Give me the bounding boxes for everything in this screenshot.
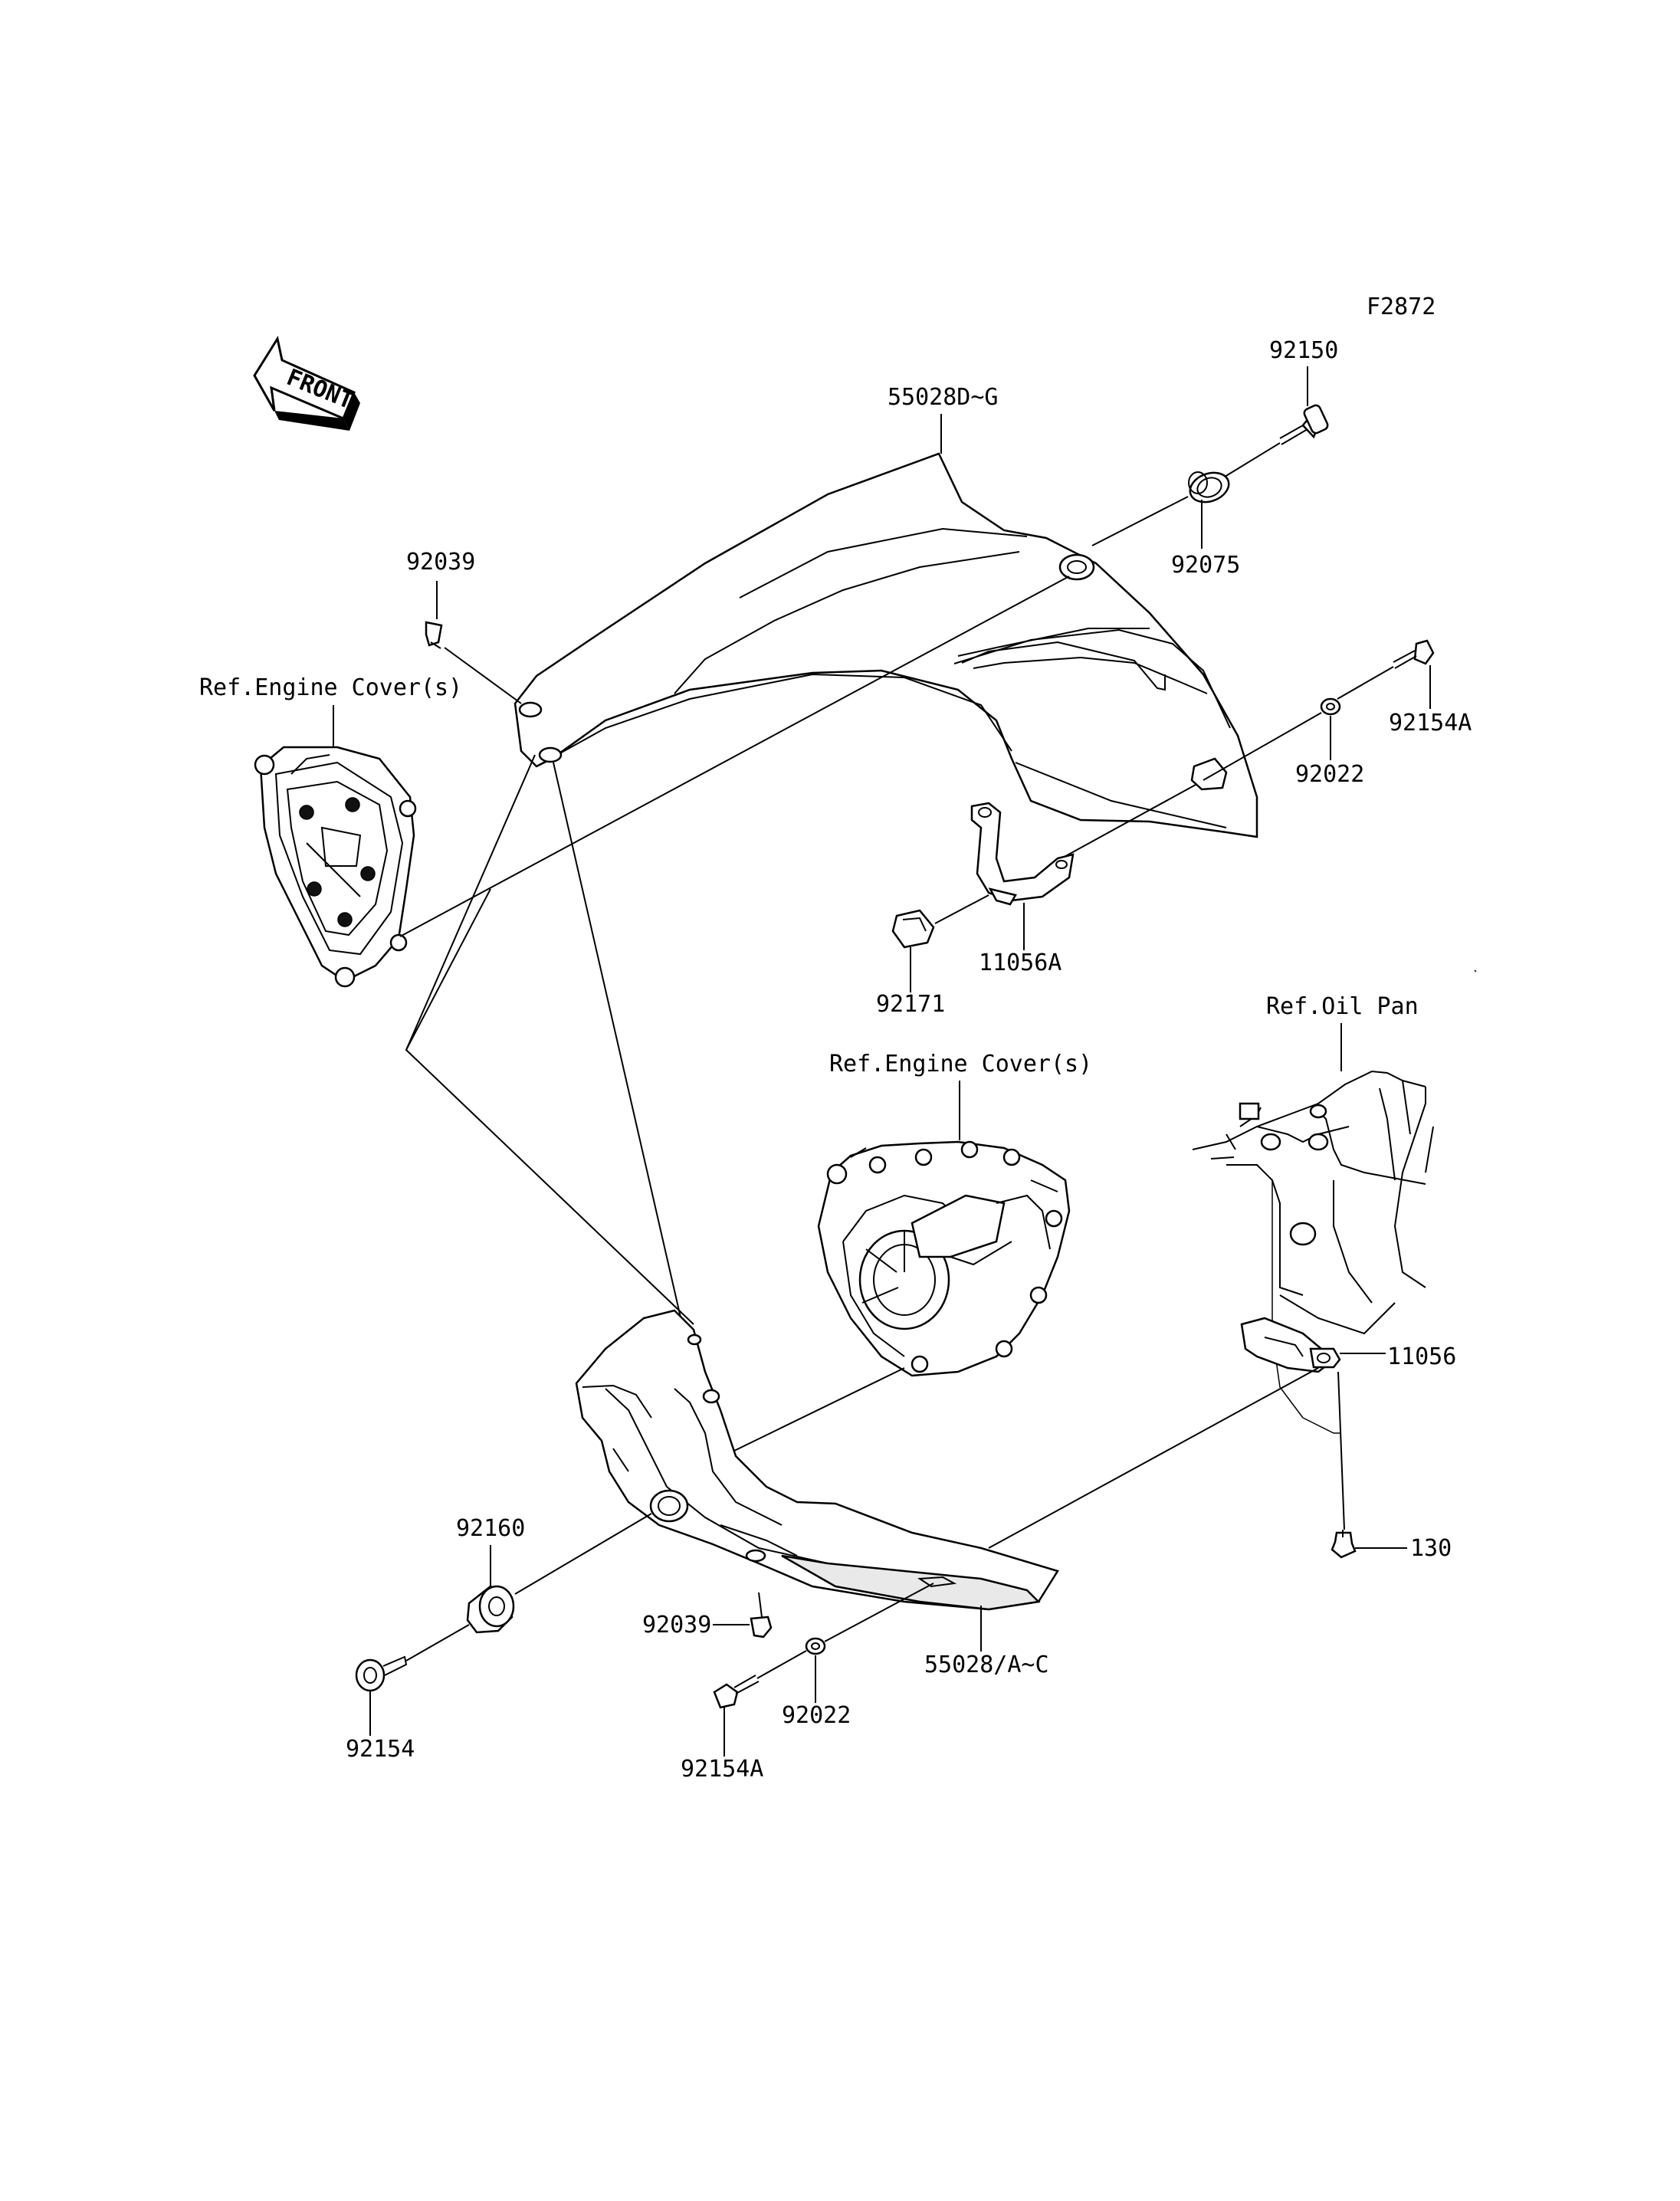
- bracket-11056-part: [1240, 1317, 1341, 1373]
- label-92160: 92160: [456, 1515, 525, 1542]
- bolt-92154-part: [355, 1655, 408, 1692]
- label-11056: 11056: [1387, 1343, 1456, 1370]
- bolt-92150-part: [1279, 404, 1329, 445]
- screw-92039-top-part: [425, 621, 443, 649]
- washer-92022-top-part: [1320, 697, 1341, 716]
- washer-92022-bottom-part: [805, 1637, 826, 1655]
- bolt-92154A-top-part: [1393, 639, 1435, 669]
- front-arrow-icon: FRONT: [253, 336, 360, 431]
- bolt-92154A-bottom-part: [713, 1675, 760, 1709]
- grommet-92075-part: [1188, 471, 1230, 504]
- clip-92171-part: [891, 909, 935, 949]
- screw-92039-bottom-part: [750, 1592, 773, 1638]
- bracket-11056A-part: [970, 802, 1075, 906]
- lower-cowl-part: [575, 1309, 1059, 1611]
- label-92039-bottom: 92039: [642, 1612, 711, 1638]
- label-92150: 92150: [1269, 337, 1338, 364]
- ref-engine-cover-left: Ref.Engine Cover(s): [199, 674, 462, 701]
- engine-cover-left-part: [254, 746, 417, 988]
- oil-pan-part: [1192, 1070, 1434, 1434]
- label-92154: 92154: [346, 1736, 415, 1763]
- label-92039-top: 92039: [406, 549, 475, 576]
- label-55028AC: 55028/A~C: [924, 1652, 1049, 1678]
- ref-oil-pan: Ref.Oil Pan: [1266, 993, 1419, 1020]
- grommet-92160-part: [466, 1585, 515, 1634]
- upper-cowl-part: [514, 452, 1258, 838]
- label-92154A-top: 92154A: [1389, 710, 1472, 736]
- ref-engine-cover-center: Ref.Engine Cover(s): [829, 1051, 1092, 1078]
- figure-id: F2872: [1367, 294, 1436, 320]
- label-92022-bottom: 92022: [782, 1702, 851, 1729]
- engine-cover-center-part: [817, 1140, 1071, 1377]
- label-55028DG: 55028D~G: [888, 384, 999, 411]
- bolt-130-part: [1331, 1530, 1357, 1559]
- label-92075: 92075: [1171, 552, 1240, 579]
- label-92154A-bottom: 92154A: [681, 1756, 763, 1783]
- label-130: 130: [1410, 1535, 1452, 1562]
- label-92171: 92171: [876, 991, 945, 1018]
- label-11056A: 11056A: [979, 950, 1061, 976]
- label-92022-top: 92022: [1295, 761, 1364, 788]
